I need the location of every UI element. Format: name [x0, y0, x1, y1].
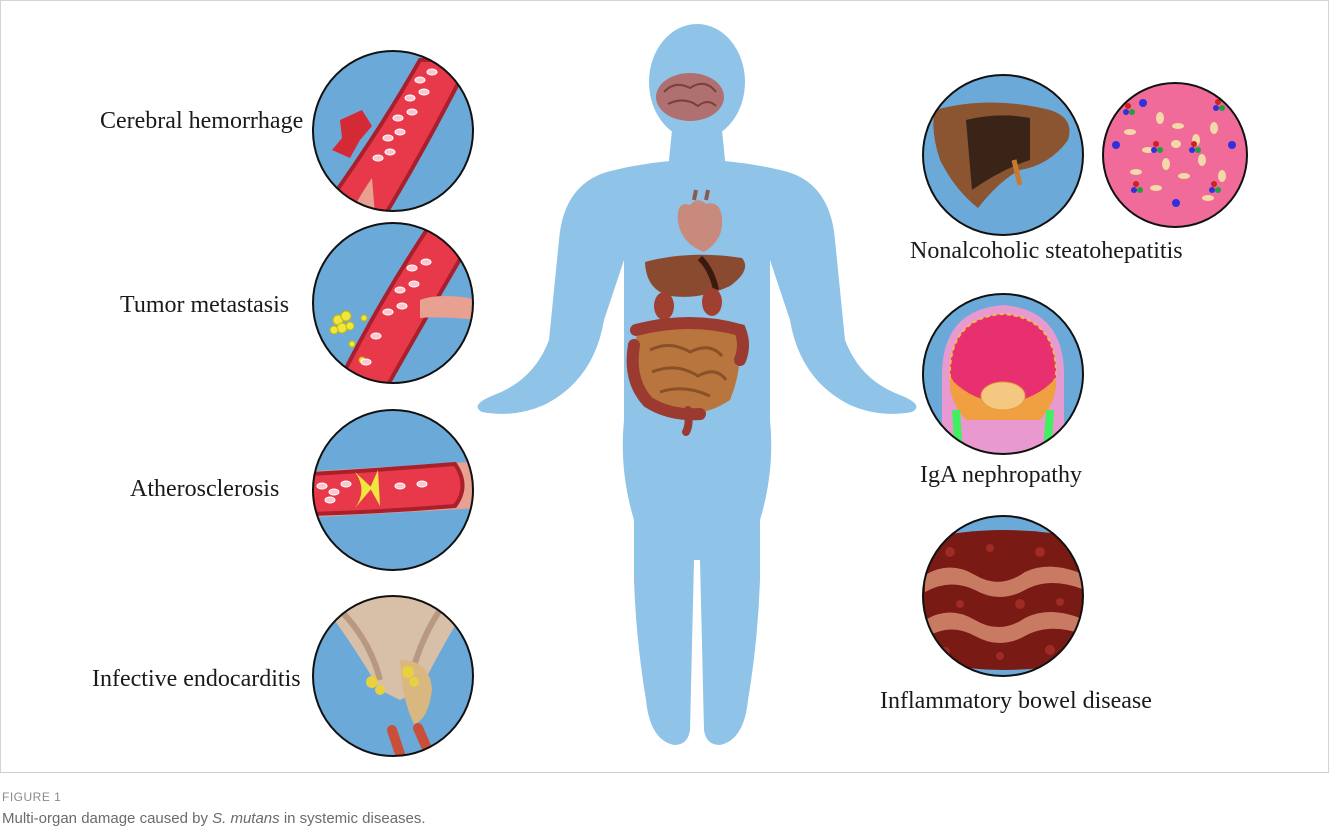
- nash-tissue-circle: [1103, 83, 1247, 227]
- label-atherosclerosis: Atherosclerosis: [130, 476, 279, 503]
- cerebral-hemorrhage-circle: [313, 51, 473, 215]
- iga-nephropathy-circle: [923, 294, 1083, 470]
- figure-label: FIGURE 1: [2, 790, 61, 804]
- tumor-metastasis-circle: [313, 223, 480, 390]
- label-cerebral-hemorrhage: Cerebral hemorrhage: [100, 108, 303, 135]
- label-inflammatory-bowel-disease: Inflammatory bowel disease: [880, 688, 1152, 715]
- label-infective-endocarditis: Infective endocarditis: [92, 666, 301, 693]
- figure-caption: Multi-organ damage caused by S. mutans i…: [2, 810, 426, 827]
- brain-icon: [656, 73, 724, 121]
- label-nonalcoholic-steatohepatitis: Nonalcoholic steatohepatitis: [910, 238, 1183, 265]
- atherosclerosis-circle: [300, 410, 480, 570]
- label-tumor-metastasis: Tumor metastasis: [120, 292, 289, 319]
- ibd-bowel-circle: [920, 516, 1090, 676]
- label-iga-nephropathy: IgA nephropathy: [920, 462, 1082, 489]
- infective-endocarditis-circle: [313, 595, 473, 760]
- nash-liver-circle: [923, 75, 1083, 235]
